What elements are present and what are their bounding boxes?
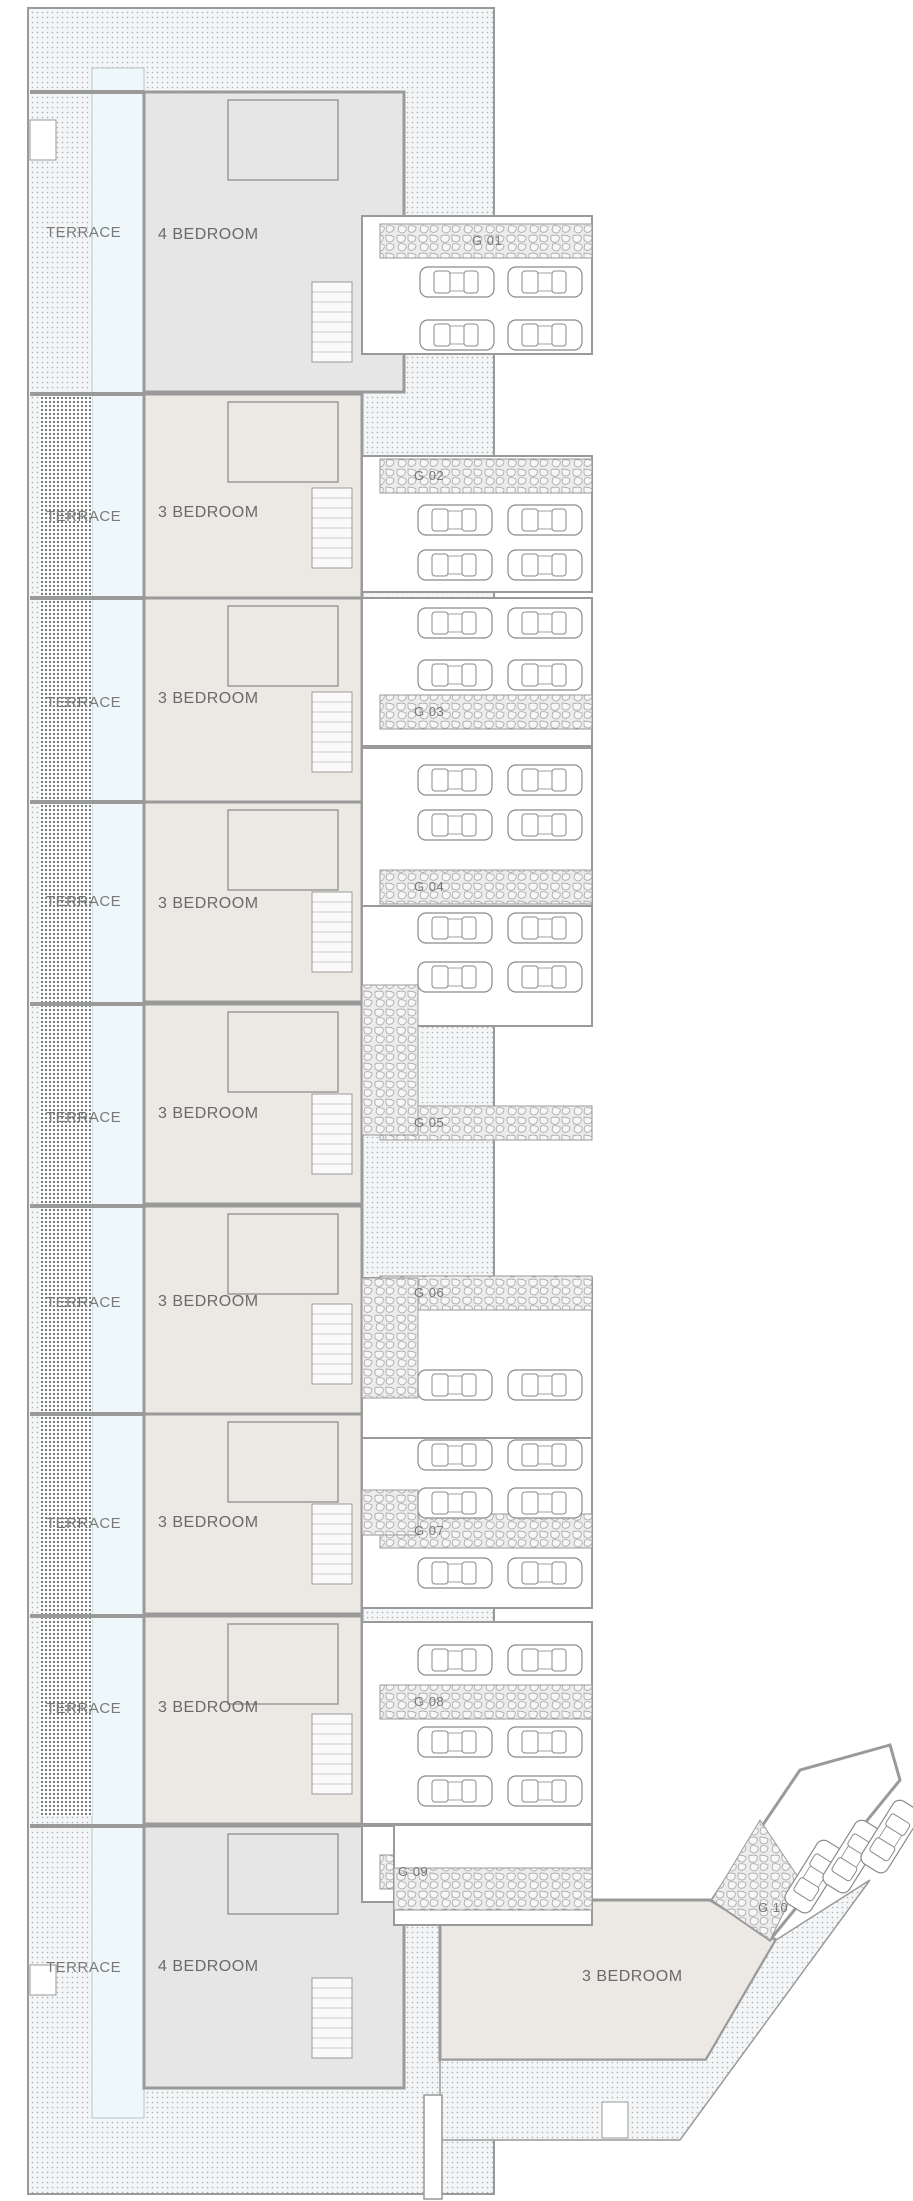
car-icon xyxy=(417,659,493,691)
unit-core xyxy=(227,1833,339,1915)
unit-core xyxy=(227,809,339,891)
car-icon xyxy=(417,1487,493,1519)
garage-1-cobble xyxy=(379,223,593,259)
unit-core xyxy=(227,605,339,687)
unit-label: 3 BEDROOM xyxy=(158,504,259,521)
car-icon xyxy=(507,809,583,841)
car-icon xyxy=(507,266,583,298)
terrace-label: TERRACE xyxy=(46,1294,122,1311)
terrace-label: TERRACE xyxy=(46,508,122,525)
car-icon xyxy=(507,1557,583,1589)
unit-label: 3 BEDROOM xyxy=(582,1968,683,1985)
car-icon xyxy=(417,504,493,536)
car-icon xyxy=(417,1369,493,1401)
garage-4-cobble xyxy=(379,869,593,905)
car-icon xyxy=(417,1775,493,1807)
car-icon xyxy=(507,1439,583,1471)
garage-3-cobble xyxy=(379,694,593,730)
terrace-label: TERRACE xyxy=(46,893,122,910)
unit-label: 3 BEDROOM xyxy=(158,1699,259,1716)
unit-core xyxy=(227,401,339,483)
car-icon xyxy=(507,912,583,944)
unit-9-outline xyxy=(142,1824,406,2090)
car-icon xyxy=(507,1775,583,1807)
unit-core xyxy=(227,1421,339,1503)
cobble-path xyxy=(361,984,419,1136)
terrace-label: TERRACE xyxy=(46,694,122,711)
car-icon xyxy=(417,764,493,796)
car-icon xyxy=(419,266,495,298)
car-icon xyxy=(507,1487,583,1519)
garage-label: G 03 xyxy=(414,704,445,719)
terrace-label: TERRACE xyxy=(46,1109,122,1126)
unit-label: 3 BEDROOM xyxy=(158,690,259,707)
unit-label: 3 BEDROOM xyxy=(158,1514,259,1531)
car-icon xyxy=(507,504,583,536)
car-icon xyxy=(417,912,493,944)
car-icon xyxy=(417,961,493,993)
unit-core xyxy=(227,1011,339,1093)
car-icon xyxy=(417,1644,493,1676)
terrace-label: TERRACE xyxy=(46,224,122,241)
car-icon xyxy=(507,607,583,639)
garage-label: G 09 xyxy=(398,1864,429,1879)
unit-1-outline xyxy=(142,90,406,394)
car-icon xyxy=(507,1644,583,1676)
unit-label: 3 BEDROOM xyxy=(158,895,259,912)
garage-2-cobble xyxy=(379,458,593,494)
unit-core xyxy=(227,99,339,181)
cobble-path xyxy=(361,1489,419,1536)
car-icon xyxy=(507,961,583,993)
car-icon xyxy=(417,607,493,639)
garage-label: G 05 xyxy=(414,1115,445,1130)
garage-09-cobble xyxy=(393,1867,593,1911)
units-group xyxy=(30,90,406,2090)
garage-label: G 08 xyxy=(414,1694,445,1709)
car-icon xyxy=(417,549,493,581)
garage-label: G 10 xyxy=(758,1900,789,1915)
car-icon xyxy=(417,1439,493,1471)
car-icon xyxy=(507,319,583,351)
garage-label: G 02 xyxy=(414,468,445,483)
car-icon xyxy=(507,1726,583,1758)
garage-label: G 01 xyxy=(472,233,503,248)
car-icon xyxy=(507,549,583,581)
terrace-label: TERRACE xyxy=(46,1959,122,1976)
unit-core xyxy=(227,1213,339,1295)
car-icon xyxy=(417,1557,493,1589)
garage-8-cobble xyxy=(379,1684,593,1720)
car-icon xyxy=(507,764,583,796)
terrace-label: TERRACE xyxy=(46,1515,122,1532)
garage-label: G 04 xyxy=(414,879,445,894)
car-icon xyxy=(507,1369,583,1401)
unit-label: 4 BEDROOM xyxy=(158,226,259,243)
unit-label: 3 BEDROOM xyxy=(158,1293,259,1310)
cobble-path xyxy=(361,1277,419,1399)
car-icon xyxy=(417,1726,493,1758)
unit-core xyxy=(227,1623,339,1705)
garage-label: G 07 xyxy=(414,1523,445,1538)
unit-label: 3 BEDROOM xyxy=(158,1105,259,1122)
unit-label: 4 BEDROOM xyxy=(158,1958,259,1975)
car-icon xyxy=(417,809,493,841)
car-icon xyxy=(419,319,495,351)
garage-label: G 06 xyxy=(414,1285,445,1300)
car-icon xyxy=(507,659,583,691)
terrace-label: TERRACE xyxy=(46,1700,122,1717)
